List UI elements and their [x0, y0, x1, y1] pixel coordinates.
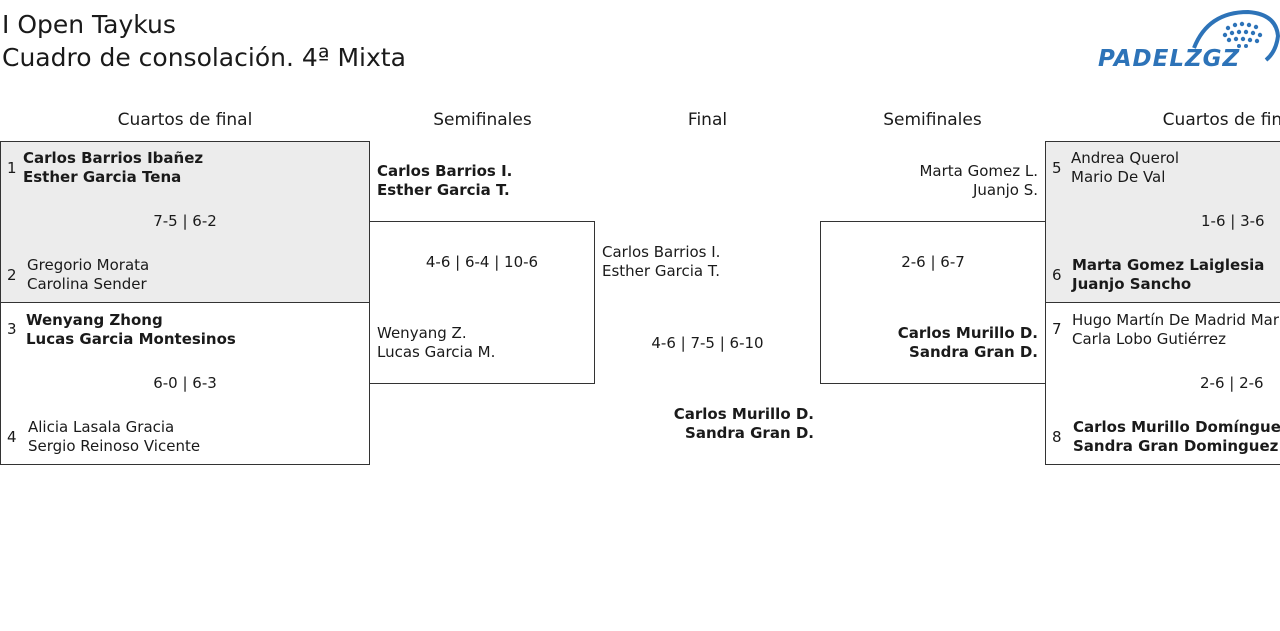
team-entry: Gregorio Morata Carolina Sender — [27, 256, 149, 294]
match-score: 1-6 | 3-6 — [1201, 212, 1265, 230]
player-name: Carlos Barrios I. — [602, 243, 721, 261]
col-title-sf-left: Semifinales — [433, 110, 532, 130]
player-name: Marta Gomez L. — [919, 162, 1038, 180]
seed-number: 4 — [7, 428, 17, 446]
seed-number: 1 — [7, 159, 17, 177]
match-box-qf4 — [1045, 302, 1280, 465]
match-score: 2-6 | 2-6 — [1200, 374, 1264, 392]
player-name: Carlos Murillo D. — [673, 405, 814, 423]
team-entry: Carlos Murillo Domínguez Sandra Gran Dom… — [1073, 418, 1280, 456]
player-name: Sergio Reinoso Vicente — [28, 437, 201, 455]
team-entry: Hugo Martín De Madrid Mar Carla Lobo Gut… — [1072, 311, 1279, 349]
team-entry: Carlos Barrios I. Esther Garcia T. — [377, 162, 512, 200]
padel-ball-icon — [1192, 9, 1280, 62]
player-name: Carlos Murillo D. — [897, 324, 1038, 342]
team-entry: Andrea Querol Mario De Val — [1071, 149, 1179, 187]
team-entry: Carlos Murillo D. Sandra Gran D. — [674, 405, 814, 443]
match-score: 2-6 | 6-7 — [901, 253, 965, 271]
team-entry: Carlos Barrios I. Esther Garcia T. — [602, 243, 720, 281]
tournament-title: I Open Taykus — [2, 10, 176, 39]
player-name: Wenyang Zhong — [26, 311, 163, 329]
player-name: Mario De Val — [1071, 168, 1166, 186]
col-title-qf-right: Cuartos de final — [1162, 110, 1280, 130]
player-name: Lucas Garcia M. — [377, 343, 496, 361]
match-score: 4-6 | 6-4 | 10-6 — [425, 253, 539, 271]
seed-number: 7 — [1052, 320, 1062, 338]
team-entry: Marta Gomez Laiglesia Juanjo Sancho — [1072, 256, 1264, 294]
player-name: Sandra Gran D. — [909, 343, 1038, 361]
padelzgz-logo: PADELZGZ — [1098, 8, 1280, 74]
player-name: Alicia Lasala Gracia — [28, 418, 175, 436]
player-name: Sandra Gran Dominguez — [1073, 437, 1279, 455]
player-name: Esther Garcia Tena — [23, 168, 182, 186]
player-name: Hugo Martín De Madrid Mar — [1072, 311, 1280, 329]
seed-number: 6 — [1052, 266, 1062, 284]
player-name: Juanjo Sancho — [1072, 275, 1192, 293]
match-box-qf3 — [1045, 141, 1280, 303]
team-entry: Carlos Murillo D. Sandra Gran D. — [898, 324, 1038, 362]
team-entry: Marta Gomez L. Juanjo S. — [919, 162, 1038, 200]
player-name: Carla Lobo Gutiérrez — [1072, 330, 1226, 348]
seed-number: 3 — [7, 320, 17, 338]
player-name: Esther Garcia T. — [602, 262, 721, 280]
team-entry: Wenyang Zhong Lucas Garcia Montesinos — [26, 311, 236, 349]
player-name: Gregorio Morata — [27, 256, 150, 274]
match-box-sf-left — [369, 221, 595, 384]
match-score: 6-0 | 6-3 — [153, 374, 217, 392]
seed-number: 2 — [7, 266, 17, 284]
player-name: Esther Garcia T. — [377, 181, 510, 199]
player-name: Wenyang Z. — [377, 324, 467, 342]
col-title-sf-right: Semifinales — [883, 110, 982, 130]
player-name: Carlos Barrios I. — [377, 162, 513, 180]
seed-number: 5 — [1052, 159, 1062, 177]
player-name: Carolina Sender — [27, 275, 147, 293]
col-title-qf-left: Cuartos de final — [117, 110, 253, 130]
match-score: 7-5 | 6-2 — [153, 212, 217, 230]
seed-number: 8 — [1052, 428, 1062, 446]
col-title-final: Final — [687, 110, 728, 130]
draw-subtitle: Cuadro de consolación. 4ª Mixta — [2, 43, 406, 72]
logo-wordmark: PADELZGZ — [1098, 46, 1241, 72]
player-name: Carlos Murillo Domínguez — [1073, 418, 1280, 436]
player-name: Andrea Querol — [1071, 149, 1180, 167]
team-entry: Carlos Barrios Ibañez Esther Garcia Tena — [23, 149, 203, 187]
player-name: Lucas Garcia Montesinos — [26, 330, 236, 348]
player-name: Sandra Gran D. — [685, 424, 814, 442]
team-entry: Wenyang Z. Lucas Garcia M. — [377, 324, 495, 362]
player-name: Marta Gomez Laiglesia — [1072, 256, 1265, 274]
team-entry: Alicia Lasala Gracia Sergio Reinoso Vice… — [28, 418, 200, 456]
match-box-qf1 — [0, 141, 370, 303]
player-name: Juanjo S. — [972, 181, 1038, 199]
player-name: Carlos Barrios Ibañez — [23, 149, 204, 167]
match-score: 4-6 | 7-5 | 6-10 — [651, 334, 764, 352]
